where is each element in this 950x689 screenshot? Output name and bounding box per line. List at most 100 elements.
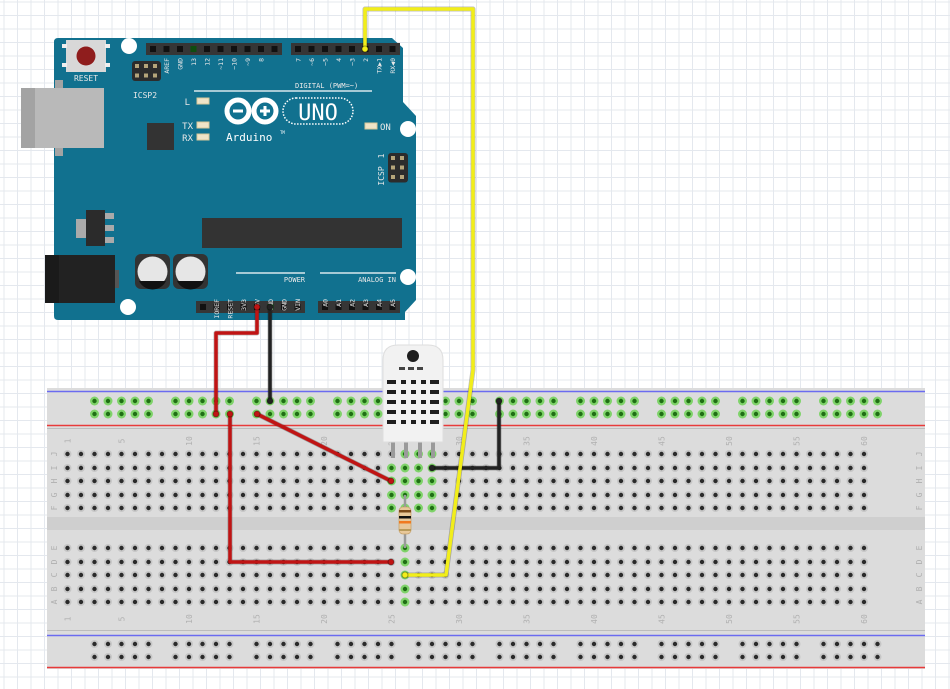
breadboard-hole[interactable] <box>807 478 813 484</box>
breadboard-hole[interactable] <box>672 559 678 565</box>
breadboard-hole[interactable] <box>159 599 165 605</box>
breadboard-hole[interactable] <box>267 478 273 484</box>
breadboard-hole[interactable] <box>834 398 840 404</box>
breadboard-hole[interactable] <box>578 465 583 471</box>
breadboard-hole[interactable] <box>335 545 340 551</box>
breadboard-hole[interactable] <box>713 451 718 457</box>
breadboard-hole[interactable] <box>159 505 165 511</box>
breadboard-hole[interactable] <box>780 586 786 592</box>
breadboard-hole[interactable] <box>551 641 556 647</box>
breadboard-hole[interactable] <box>713 654 718 660</box>
breadboard-hole[interactable] <box>510 478 516 484</box>
breadboard-hole[interactable] <box>524 478 529 484</box>
breadboard-hole[interactable] <box>416 559 421 565</box>
breadboard-hole[interactable] <box>78 451 84 457</box>
breadboard-hole[interactable] <box>794 545 799 551</box>
breadboard-hole[interactable] <box>821 492 826 498</box>
breadboard-hole[interactable] <box>200 654 205 660</box>
icsp-pin[interactable] <box>400 156 404 160</box>
breadboard-hole[interactable] <box>173 451 178 457</box>
breadboard-hole[interactable] <box>578 451 583 457</box>
breadboard-hole[interactable] <box>807 559 813 565</box>
breadboard-hole[interactable] <box>591 505 597 511</box>
breadboard-hole[interactable] <box>402 465 408 471</box>
breadboard-hole[interactable] <box>348 411 354 417</box>
breadboard-hole[interactable] <box>551 599 556 605</box>
breadboard-hole[interactable] <box>362 505 367 511</box>
breadboard-hole[interactable] <box>186 654 192 660</box>
breadboard-hole[interactable] <box>632 599 637 605</box>
breadboard-hole[interactable] <box>740 492 745 498</box>
breadboard-hole[interactable] <box>294 641 300 647</box>
breadboard-hole[interactable] <box>861 465 867 471</box>
breadboard-hole[interactable] <box>429 478 435 484</box>
breadboard-hole[interactable] <box>321 465 327 471</box>
breadboard-hole[interactable] <box>672 478 678 484</box>
breadboard-hole[interactable] <box>591 559 597 565</box>
breadboard-hole[interactable] <box>497 505 502 511</box>
breadboard-hole[interactable] <box>335 492 340 498</box>
breadboard-hole[interactable] <box>699 559 705 565</box>
breadboard-hole[interactable] <box>402 478 408 484</box>
breadboard-hole[interactable] <box>740 572 745 578</box>
breadboard-hole[interactable] <box>659 599 664 605</box>
breadboard-hole[interactable] <box>119 654 124 660</box>
header-pin[interactable] <box>150 46 156 52</box>
wire-end[interactable] <box>212 410 220 418</box>
breadboard-hole[interactable] <box>645 572 651 578</box>
breadboard-hole[interactable] <box>240 572 246 578</box>
breadboard-hole[interactable] <box>119 492 124 498</box>
breadboard-hole[interactable] <box>618 572 624 578</box>
breadboard-hole[interactable] <box>632 478 637 484</box>
breadboard-hole[interactable] <box>618 398 624 404</box>
breadboard-hole[interactable] <box>119 505 124 511</box>
breadboard-hole[interactable] <box>848 465 853 471</box>
breadboard-hole[interactable] <box>524 559 529 565</box>
breadboard-hole[interactable] <box>591 465 597 471</box>
breadboard-hole[interactable] <box>186 465 192 471</box>
header-pin[interactable] <box>349 304 355 310</box>
breadboard-hole[interactable] <box>389 641 394 647</box>
breadboard-hole[interactable] <box>497 641 502 647</box>
breadboard-hole[interactable] <box>578 559 583 565</box>
breadboard-hole[interactable] <box>659 586 664 592</box>
breadboard-hole[interactable] <box>335 505 340 511</box>
breadboard-hole[interactable] <box>726 586 732 592</box>
breadboard-hole[interactable] <box>686 398 691 404</box>
breadboard-hole[interactable] <box>794 572 799 578</box>
breadboard-hole[interactable] <box>92 654 97 660</box>
breadboard-hole[interactable] <box>186 478 192 484</box>
header-pin[interactable] <box>200 304 206 310</box>
breadboard-hole[interactable] <box>605 451 610 457</box>
breadboard-hole[interactable] <box>645 559 651 565</box>
breadboard-hole[interactable] <box>348 505 354 511</box>
breadboard-hole[interactable] <box>740 451 745 457</box>
breadboard-hole[interactable] <box>578 641 583 647</box>
breadboard-hole[interactable] <box>807 586 813 592</box>
pullup-resistor[interactable] <box>398 495 412 548</box>
breadboard-hole[interactable] <box>780 559 786 565</box>
breadboard-hole[interactable] <box>537 492 543 498</box>
breadboard-hole[interactable] <box>672 654 678 660</box>
breadboard-hole[interactable] <box>848 586 853 592</box>
breadboard-hole[interactable] <box>780 599 786 605</box>
breadboard-hole[interactable] <box>767 559 772 565</box>
breadboard-hole[interactable] <box>645 586 651 592</box>
breadboard-hole[interactable] <box>362 411 367 417</box>
breadboard-hole[interactable] <box>834 586 840 592</box>
breadboard-hole[interactable] <box>186 559 192 565</box>
breadboard-hole[interactable] <box>362 586 367 592</box>
breadboard-hole[interactable] <box>470 505 475 511</box>
breadboard-hole[interactable] <box>605 398 610 404</box>
breadboard-hole[interactable] <box>78 492 84 498</box>
breadboard-hole[interactable] <box>605 505 610 511</box>
breadboard-hole[interactable] <box>699 451 705 457</box>
breadboard-hole[interactable] <box>821 654 826 660</box>
breadboard-hole[interactable] <box>794 492 799 498</box>
breadboard-hole[interactable] <box>794 505 799 511</box>
breadboard-hole[interactable] <box>348 545 354 551</box>
breadboard-hole[interactable] <box>173 641 178 647</box>
breadboard-hole[interactable] <box>132 411 138 417</box>
breadboard-hole[interactable] <box>213 478 219 484</box>
breadboard-hole[interactable] <box>200 398 205 404</box>
